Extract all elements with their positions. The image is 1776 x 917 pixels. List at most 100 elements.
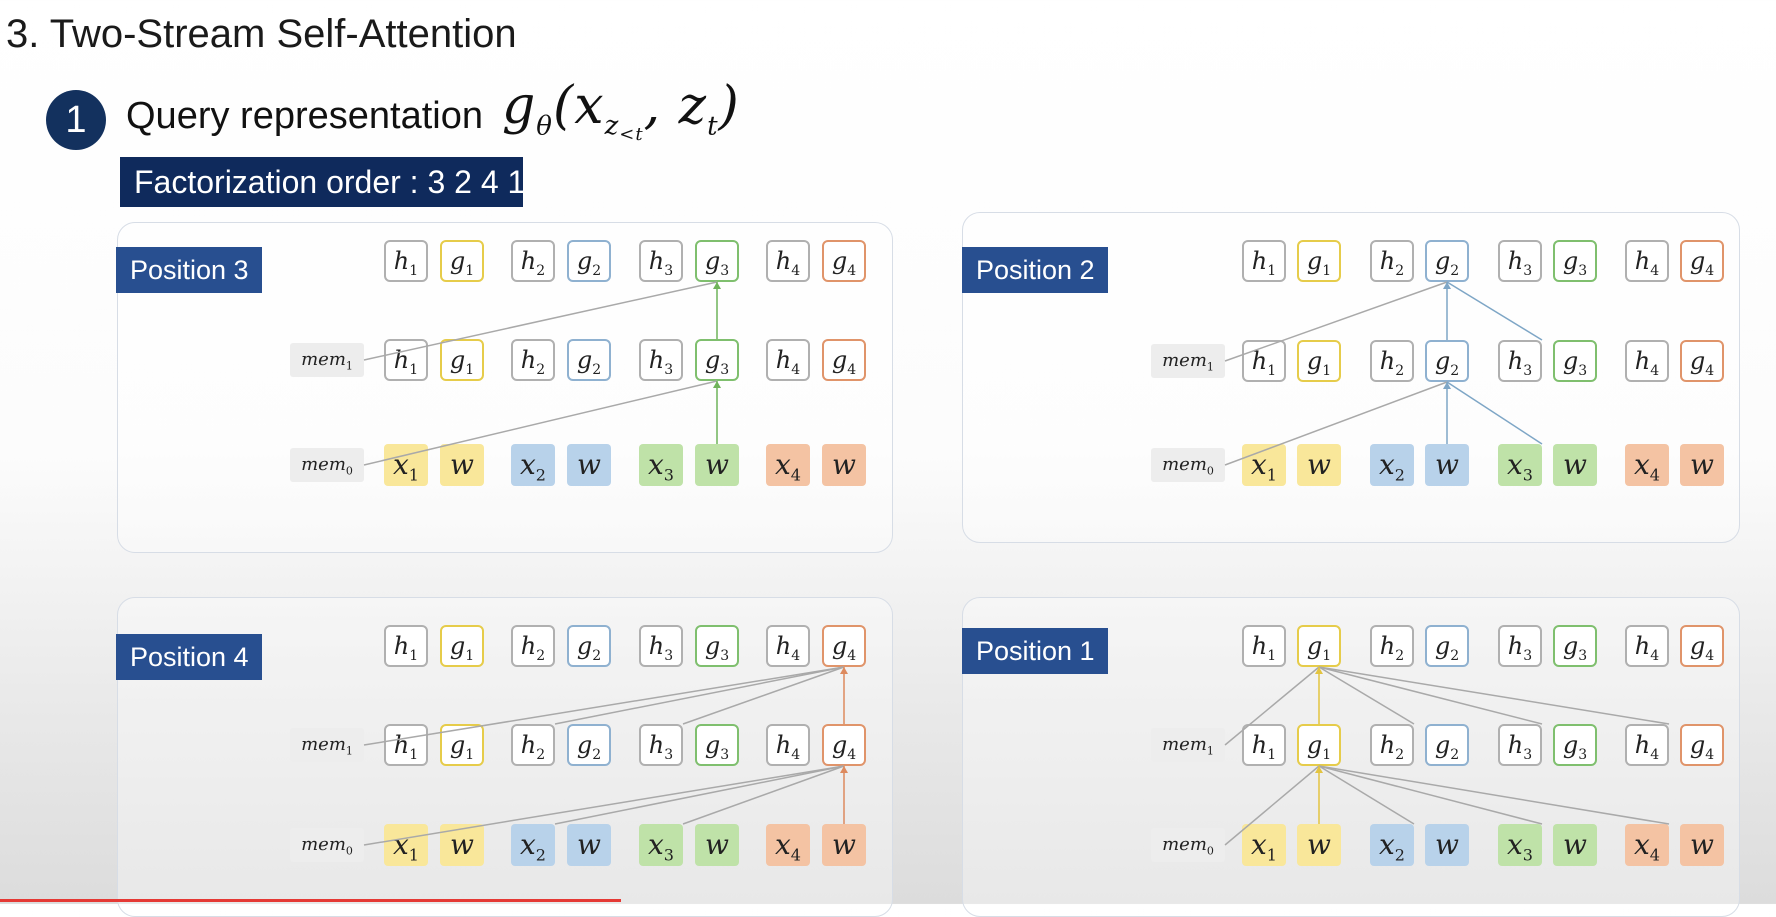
arrowhead xyxy=(1315,667,1323,674)
w-input: w xyxy=(567,824,611,866)
mem-edge xyxy=(1224,666,1320,746)
position-label: Position 1 xyxy=(962,628,1108,674)
w-input: w xyxy=(822,444,866,486)
g-node: g1 xyxy=(1297,724,1341,766)
arrowhead xyxy=(1315,766,1323,773)
h-node: h1 xyxy=(1242,240,1286,282)
x-input: x1 xyxy=(1242,824,1286,866)
w-input: w xyxy=(1680,444,1724,486)
h-node: h4 xyxy=(766,339,810,381)
x-input: x4 xyxy=(1625,444,1669,486)
section-title: 3. Two-Stream Self-Attention xyxy=(6,12,517,56)
h-node: h4 xyxy=(766,625,810,667)
g-node: g4 xyxy=(1680,340,1724,382)
h-node: h1 xyxy=(384,339,428,381)
x-input: x3 xyxy=(639,444,683,486)
video-progress-bar[interactable] xyxy=(0,899,621,902)
query-formula: gθ(xz<t, zt) xyxy=(502,76,740,146)
w-input: w xyxy=(1553,444,1597,486)
mem-edge xyxy=(363,765,845,846)
mem1-box: mem1 xyxy=(1151,728,1225,762)
mem-edge xyxy=(1224,381,1448,466)
mem1-box: mem1 xyxy=(290,343,364,377)
h-node: h4 xyxy=(766,724,810,766)
g-node: g4 xyxy=(822,240,866,282)
x-input: x2 xyxy=(511,444,555,486)
h-node: h3 xyxy=(1498,625,1542,667)
x-input: x2 xyxy=(1370,824,1414,866)
g-node: g1 xyxy=(440,339,484,381)
g-node: g2 xyxy=(567,339,611,381)
h-node: h3 xyxy=(639,724,683,766)
h-node: h3 xyxy=(639,625,683,667)
arrowhead xyxy=(1443,282,1451,289)
h-node: h4 xyxy=(1625,240,1669,282)
g-node: g3 xyxy=(1553,724,1597,766)
h-node: h3 xyxy=(639,339,683,381)
mem1-box: mem1 xyxy=(1151,344,1225,378)
context-edge xyxy=(1318,765,1670,825)
position-label: Position 3 xyxy=(116,247,262,293)
context-edge xyxy=(554,765,845,825)
h-node: h4 xyxy=(1625,340,1669,382)
position-label: Position 4 xyxy=(116,634,262,680)
mem-edge xyxy=(1224,281,1448,362)
w-input: w xyxy=(567,444,611,486)
context-edge xyxy=(1318,765,1543,825)
g-node: g4 xyxy=(1680,625,1724,667)
h-node: h2 xyxy=(511,625,555,667)
h-node: h2 xyxy=(511,240,555,282)
mem-edge xyxy=(1224,765,1320,846)
step-number-badge: 1 xyxy=(46,90,106,150)
h-node: h2 xyxy=(1370,240,1414,282)
x-input: x4 xyxy=(766,824,810,866)
w-input: w xyxy=(1425,824,1469,866)
g-node: g2 xyxy=(567,240,611,282)
context-edge xyxy=(554,666,845,725)
mem0-box: mem0 xyxy=(1151,448,1225,482)
arrowhead xyxy=(1443,382,1451,389)
g-node: g2 xyxy=(1425,724,1469,766)
factorization-order-label: Factorization order : 3 2 4 1 xyxy=(120,157,525,207)
h-node: h3 xyxy=(1498,240,1542,282)
x-input: x3 xyxy=(1498,824,1542,866)
w-input: w xyxy=(1680,824,1724,866)
step-title: Query representation xyxy=(126,95,483,137)
arrowhead xyxy=(840,667,848,674)
g-node: g3 xyxy=(695,240,739,282)
h-node: h2 xyxy=(1370,625,1414,667)
g-node: g2 xyxy=(1425,340,1469,382)
h-node: h2 xyxy=(511,339,555,381)
mem0-box: mem0 xyxy=(290,448,364,482)
g-node: g3 xyxy=(695,625,739,667)
g-node: g3 xyxy=(1553,340,1597,382)
h-node: h1 xyxy=(384,240,428,282)
x-input: x4 xyxy=(766,444,810,486)
mem-edge xyxy=(363,666,845,746)
g-node: g3 xyxy=(1553,625,1597,667)
h-node: h4 xyxy=(1625,625,1669,667)
x-input: x4 xyxy=(1625,824,1669,866)
g-node: g2 xyxy=(1425,240,1469,282)
w-input: w xyxy=(822,824,866,866)
mem-edge xyxy=(363,380,718,466)
g-node: g3 xyxy=(695,339,739,381)
context-edge xyxy=(1318,666,1543,725)
h-node: h3 xyxy=(1498,340,1542,382)
x-input: x2 xyxy=(511,824,555,866)
arrowhead xyxy=(713,282,721,289)
g-node: g2 xyxy=(567,625,611,667)
w-input: w xyxy=(1553,824,1597,866)
g-node: g4 xyxy=(822,339,866,381)
g-node: g1 xyxy=(1297,625,1341,667)
h-node: h4 xyxy=(766,240,810,282)
g-node: g3 xyxy=(695,724,739,766)
position-label: Position 2 xyxy=(962,247,1108,293)
g-node: g4 xyxy=(822,625,866,667)
w-input: w xyxy=(440,444,484,486)
g-node: g4 xyxy=(1680,724,1724,766)
context-edge xyxy=(1318,666,1670,725)
w-input: w xyxy=(695,824,739,866)
